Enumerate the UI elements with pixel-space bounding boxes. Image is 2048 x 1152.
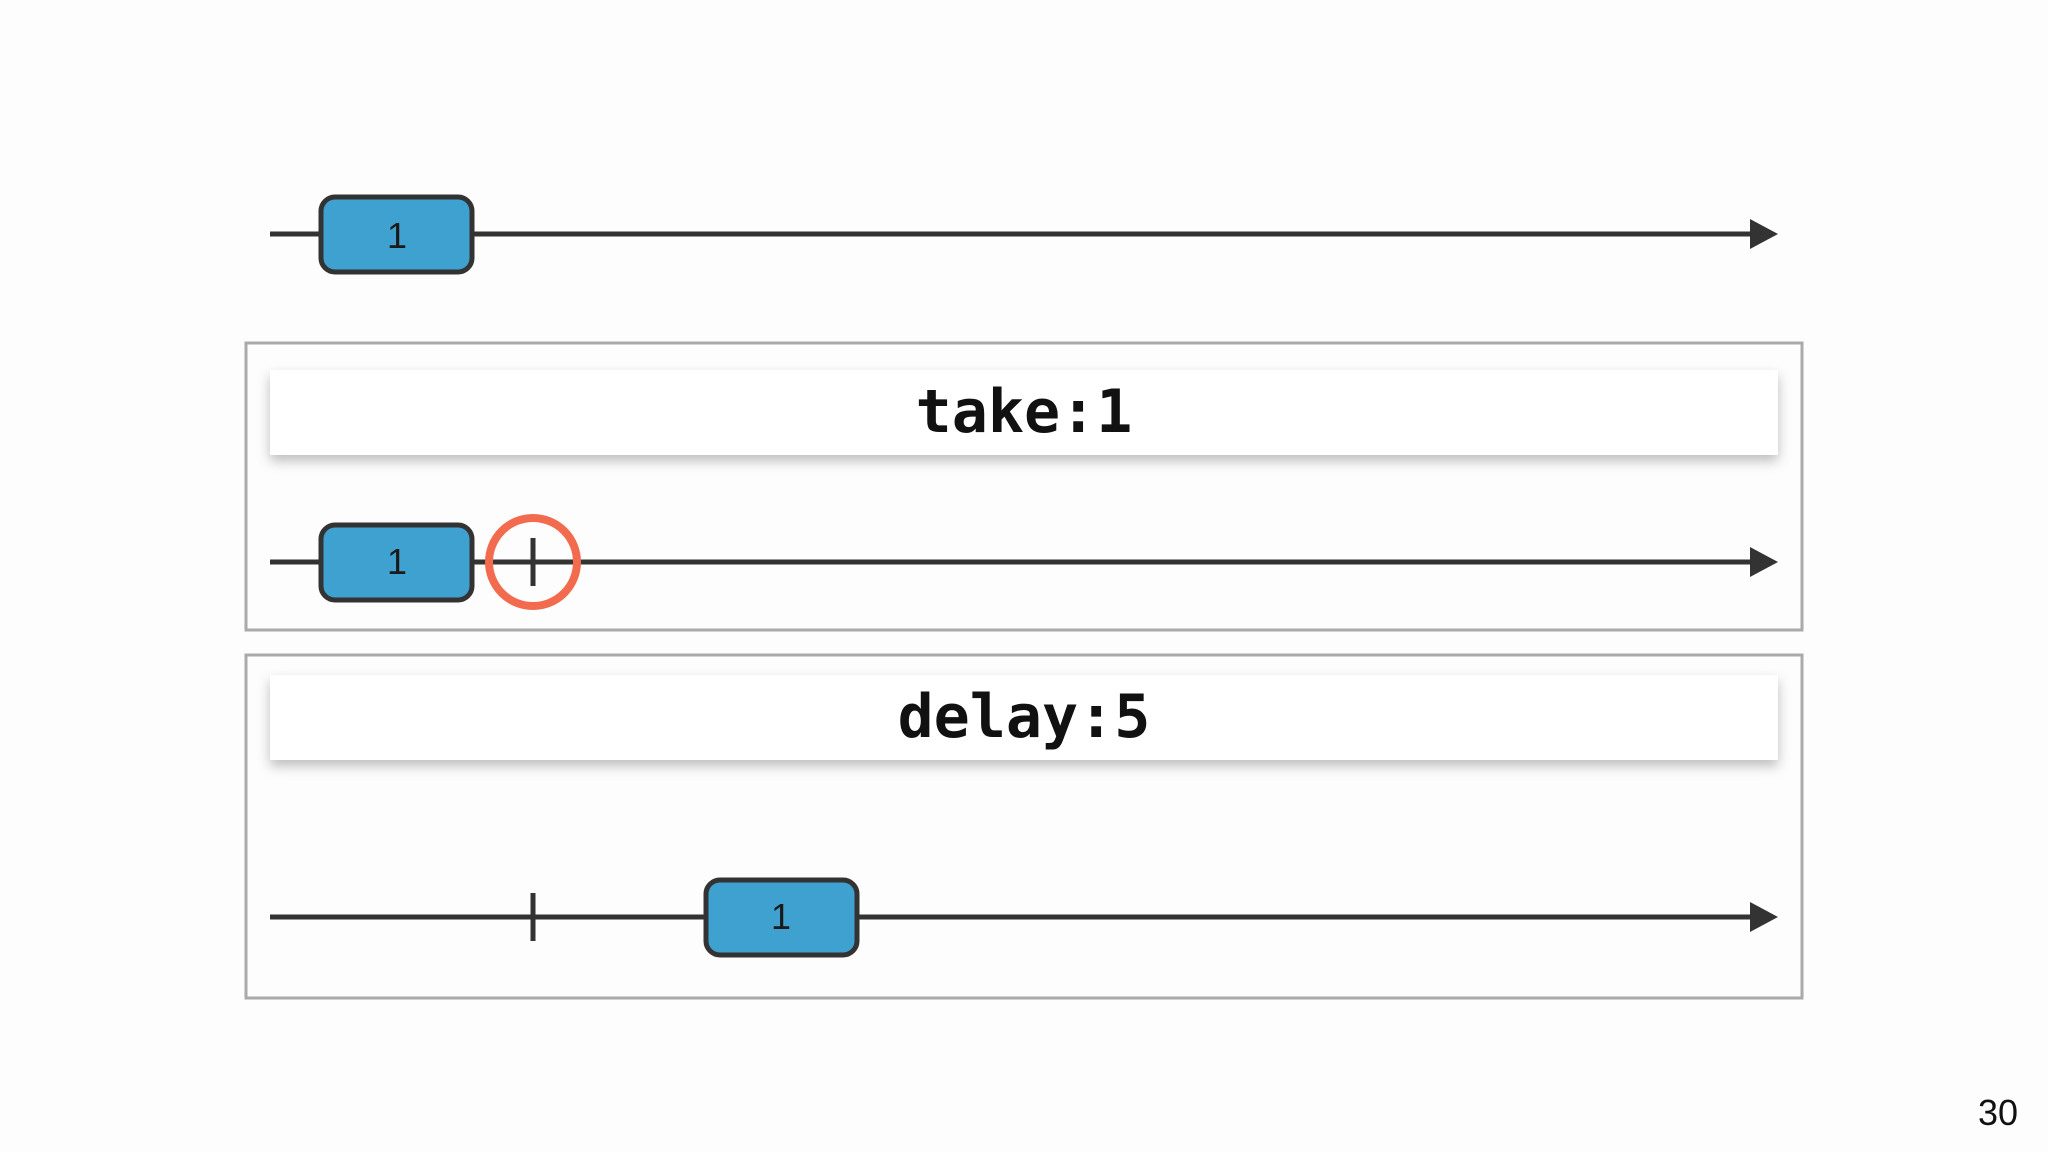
delay-output-marble: 1 (703, 877, 860, 958)
take-operator-label: take:1 (916, 377, 1133, 447)
take-operator-border (244, 341, 1804, 632)
delay-operator-panel: delay:5 1 (244, 653, 1804, 1000)
take-output-marble-box (318, 522, 475, 603)
source-marble-value: 1 (387, 215, 407, 256)
take-operator-panel: take:1 1 (244, 341, 1804, 632)
delay-operator-label-box (270, 675, 1778, 760)
take-operator-label-box (270, 370, 1778, 455)
delay-output-marble-box (703, 877, 860, 958)
take-output-marble: 1 (318, 522, 475, 603)
source-marble: 1 (318, 194, 475, 275)
source-marble-box (318, 194, 475, 275)
delay-output-timeline-arrowhead (1750, 902, 1778, 932)
source-timeline-arrowhead (1750, 219, 1778, 249)
take-output-timeline: 1 (270, 514, 1778, 610)
source-timeline: 1 (270, 194, 1778, 275)
delay-operator-border (244, 653, 1804, 1000)
take-output-marble-value: 1 (387, 541, 407, 582)
completion-highlight-circle (485, 514, 581, 610)
delay-output-timeline: 1 (270, 877, 1778, 958)
take-output-timeline-arrowhead (1750, 547, 1778, 577)
delay-operator-label: delay:5 (898, 682, 1151, 752)
delay-output-marble-value: 1 (771, 896, 791, 937)
page-number: 30 (1977, 1092, 2018, 1133)
take-completion-marker (485, 514, 581, 610)
